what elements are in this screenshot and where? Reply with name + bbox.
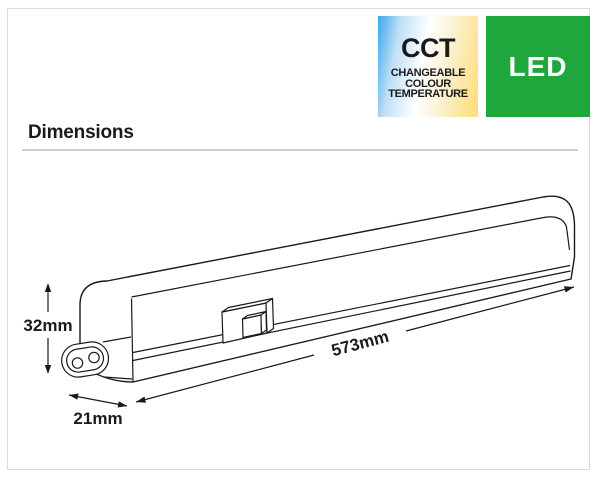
led-badge: LED: [486, 16, 590, 117]
cct-badge-title: CCT: [401, 33, 456, 64]
cct-badge-line-1: CHANGEABLE: [390, 67, 466, 80]
cct-badge-line-3: TEMPERATURE: [388, 88, 468, 101]
body-front-top-edge: [131, 216, 571, 298]
height-dimension: 32mm: [23, 283, 73, 374]
diffuser-bottom-line: [132, 270, 571, 362]
plug-pin-left: [71, 357, 84, 369]
badge-row: CCT CHANGEABLE COLOUR TEMPERATURE LED: [378, 16, 590, 117]
cct-badge: CCT CHANGEABLE COLOUR TEMPERATURE: [378, 16, 478, 117]
diffuser-top-line: [132, 264, 571, 354]
depth-dimension: 21mm: [68, 393, 128, 428]
dimensions-heading: Dimensions: [28, 122, 134, 143]
fixture-body-outline: [79, 195, 576, 383]
cct-badge-line-2: COLOUR: [405, 77, 451, 90]
endcap-front-edge: [130, 298, 134, 382]
height-dimension-label: 32mm: [23, 316, 72, 335]
led-badge-label: LED: [508, 50, 568, 82]
plug-pin-right: [88, 351, 100, 364]
heading-divider: [22, 149, 578, 151]
depth-dimension-label: 21mm: [73, 409, 122, 428]
power-switch: [221, 297, 275, 344]
plug-connector: [61, 336, 133, 380]
